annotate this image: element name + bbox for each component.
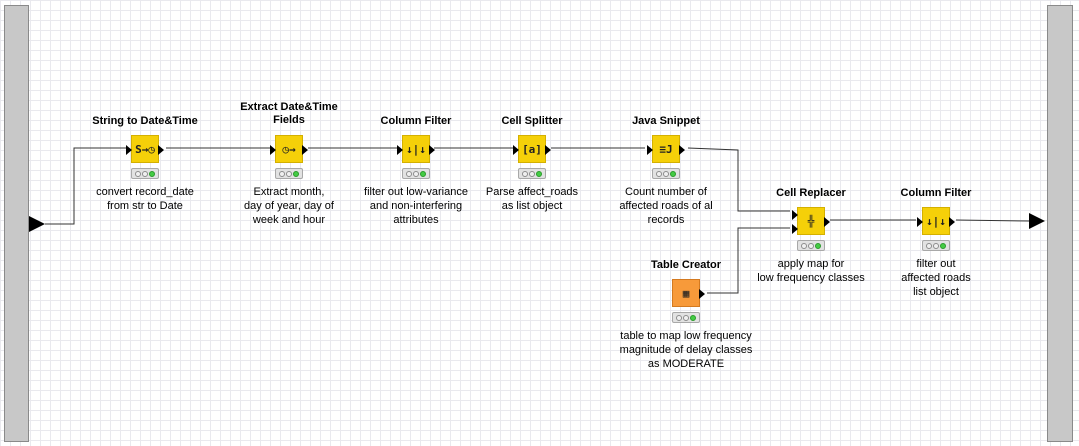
status-red-light-icon <box>521 170 528 177</box>
node-description[interactable]: Count number of affected roads of al rec… <box>619 186 713 226</box>
cell-replacer-icon[interactable]: ╬ <box>792 207 830 235</box>
node-icon-glyph: ╬ <box>807 214 815 228</box>
output-port-icon[interactable] <box>949 217 955 227</box>
status-red-light-icon <box>655 170 662 177</box>
connection-input-to-string-to-date <box>45 147 129 225</box>
node-title: Table Creator <box>650 259 722 271</box>
status-yellow-light-icon <box>662 170 669 177</box>
input-port-icon[interactable] <box>126 145 132 155</box>
connection-java-snippet-to-cell-replacer <box>687 147 790 212</box>
node-icon-glyph: ▦ <box>682 286 690 300</box>
node-status-lights <box>672 312 700 323</box>
node-icon-glyph: ↓|↓ <box>406 142 426 156</box>
status-green-light-icon <box>420 170 427 177</box>
input-port-icon[interactable] <box>647 145 653 155</box>
node-description[interactable]: Extract month, day of year, day of week … <box>244 186 334 226</box>
status-yellow-light-icon <box>807 242 814 249</box>
output-port-icon[interactable] <box>158 145 164 155</box>
input-port-icon[interactable] <box>917 217 923 227</box>
extract-date-time-icon[interactable]: ◷→ <box>270 135 308 163</box>
node-title: Cell Splitter <box>501 115 563 127</box>
node-status-lights <box>518 168 546 179</box>
input-port-icon[interactable] <box>792 210 798 220</box>
node-title: Column Filter <box>380 115 452 127</box>
node-icon-glyph: ◷→ <box>282 142 296 156</box>
node-status-lights <box>922 240 950 251</box>
dictionary-input-port-icon[interactable] <box>792 224 798 234</box>
table-creator-icon[interactable]: ▦ <box>672 279 705 307</box>
node-status-lights <box>275 168 303 179</box>
node-title: String to Date&Time <box>92 115 198 127</box>
node-description[interactable]: table to map low frequency magnitude of … <box>619 330 753 370</box>
output-port-icon[interactable] <box>302 145 308 155</box>
node-status-lights <box>402 168 430 179</box>
node-title: Column Filter <box>900 187 972 199</box>
status-red-light-icon <box>278 170 285 177</box>
node-icon-glyph: ↓|↓ <box>926 214 946 228</box>
node-title: Extract Date&Time Fields <box>240 101 338 126</box>
workflow-output-bar[interactable] <box>1047 5 1073 442</box>
input-port-icon[interactable] <box>397 145 403 155</box>
workflow-output-port-icon[interactable] <box>1029 213 1045 229</box>
status-yellow-light-icon <box>141 170 148 177</box>
node-title: Java Snippet <box>632 115 700 127</box>
status-green-light-icon <box>690 314 697 321</box>
status-green-light-icon <box>293 170 300 177</box>
status-red-light-icon <box>675 314 682 321</box>
status-red-light-icon <box>405 170 412 177</box>
node-title: Cell Replacer <box>776 187 846 199</box>
status-yellow-light-icon <box>682 314 689 321</box>
column-filter-icon[interactable]: ↓|↓ <box>917 207 955 235</box>
node-description[interactable]: apply map for low frequency classes <box>757 258 865 284</box>
node-description[interactable]: filter out affected roads list object <box>901 258 971 298</box>
output-port-icon[interactable] <box>679 145 685 155</box>
output-port-icon[interactable] <box>429 145 435 155</box>
node-status-lights <box>131 168 159 179</box>
status-red-light-icon <box>134 170 141 177</box>
node-icon-glyph: S→◷ <box>135 142 155 156</box>
input-port-icon[interactable] <box>513 145 519 155</box>
connection-table-creator-to-cell-replacer <box>707 227 790 294</box>
workflow-input-port-icon[interactable] <box>29 216 45 232</box>
workflow-input-bar[interactable] <box>4 5 29 442</box>
node-icon-glyph: [a] <box>522 142 542 156</box>
node-description[interactable]: Parse affect_roads as list object <box>485 186 579 212</box>
output-port-icon[interactable] <box>699 289 705 299</box>
status-green-light-icon <box>536 170 543 177</box>
java-snippet-icon[interactable]: ≡J <box>647 135 685 163</box>
input-port-icon[interactable] <box>270 145 276 155</box>
output-port-icon[interactable] <box>545 145 551 155</box>
column-filter-icon[interactable]: ↓|↓ <box>397 135 435 163</box>
status-green-light-icon <box>670 170 677 177</box>
status-red-light-icon <box>925 242 932 249</box>
status-green-light-icon <box>149 170 156 177</box>
status-yellow-light-icon <box>528 170 535 177</box>
node-icon-glyph: ≡J <box>659 142 673 156</box>
status-green-light-icon <box>940 242 947 249</box>
status-red-light-icon <box>800 242 807 249</box>
node-status-lights <box>797 240 825 251</box>
output-port-icon[interactable] <box>824 217 830 227</box>
node-description[interactable]: convert record_date from str to Date <box>96 186 194 212</box>
string-to-date-icon[interactable]: S→◷ <box>126 135 164 163</box>
cell-splitter-icon[interactable]: [a] <box>513 135 551 163</box>
status-yellow-light-icon <box>932 242 939 249</box>
node-description[interactable]: filter out low-variance and non-interfer… <box>364 186 468 226</box>
node-status-lights <box>652 168 680 179</box>
status-yellow-light-icon <box>412 170 419 177</box>
status-green-light-icon <box>815 242 822 249</box>
status-yellow-light-icon <box>285 170 292 177</box>
connection-column-filter-to-output <box>955 219 1030 222</box>
